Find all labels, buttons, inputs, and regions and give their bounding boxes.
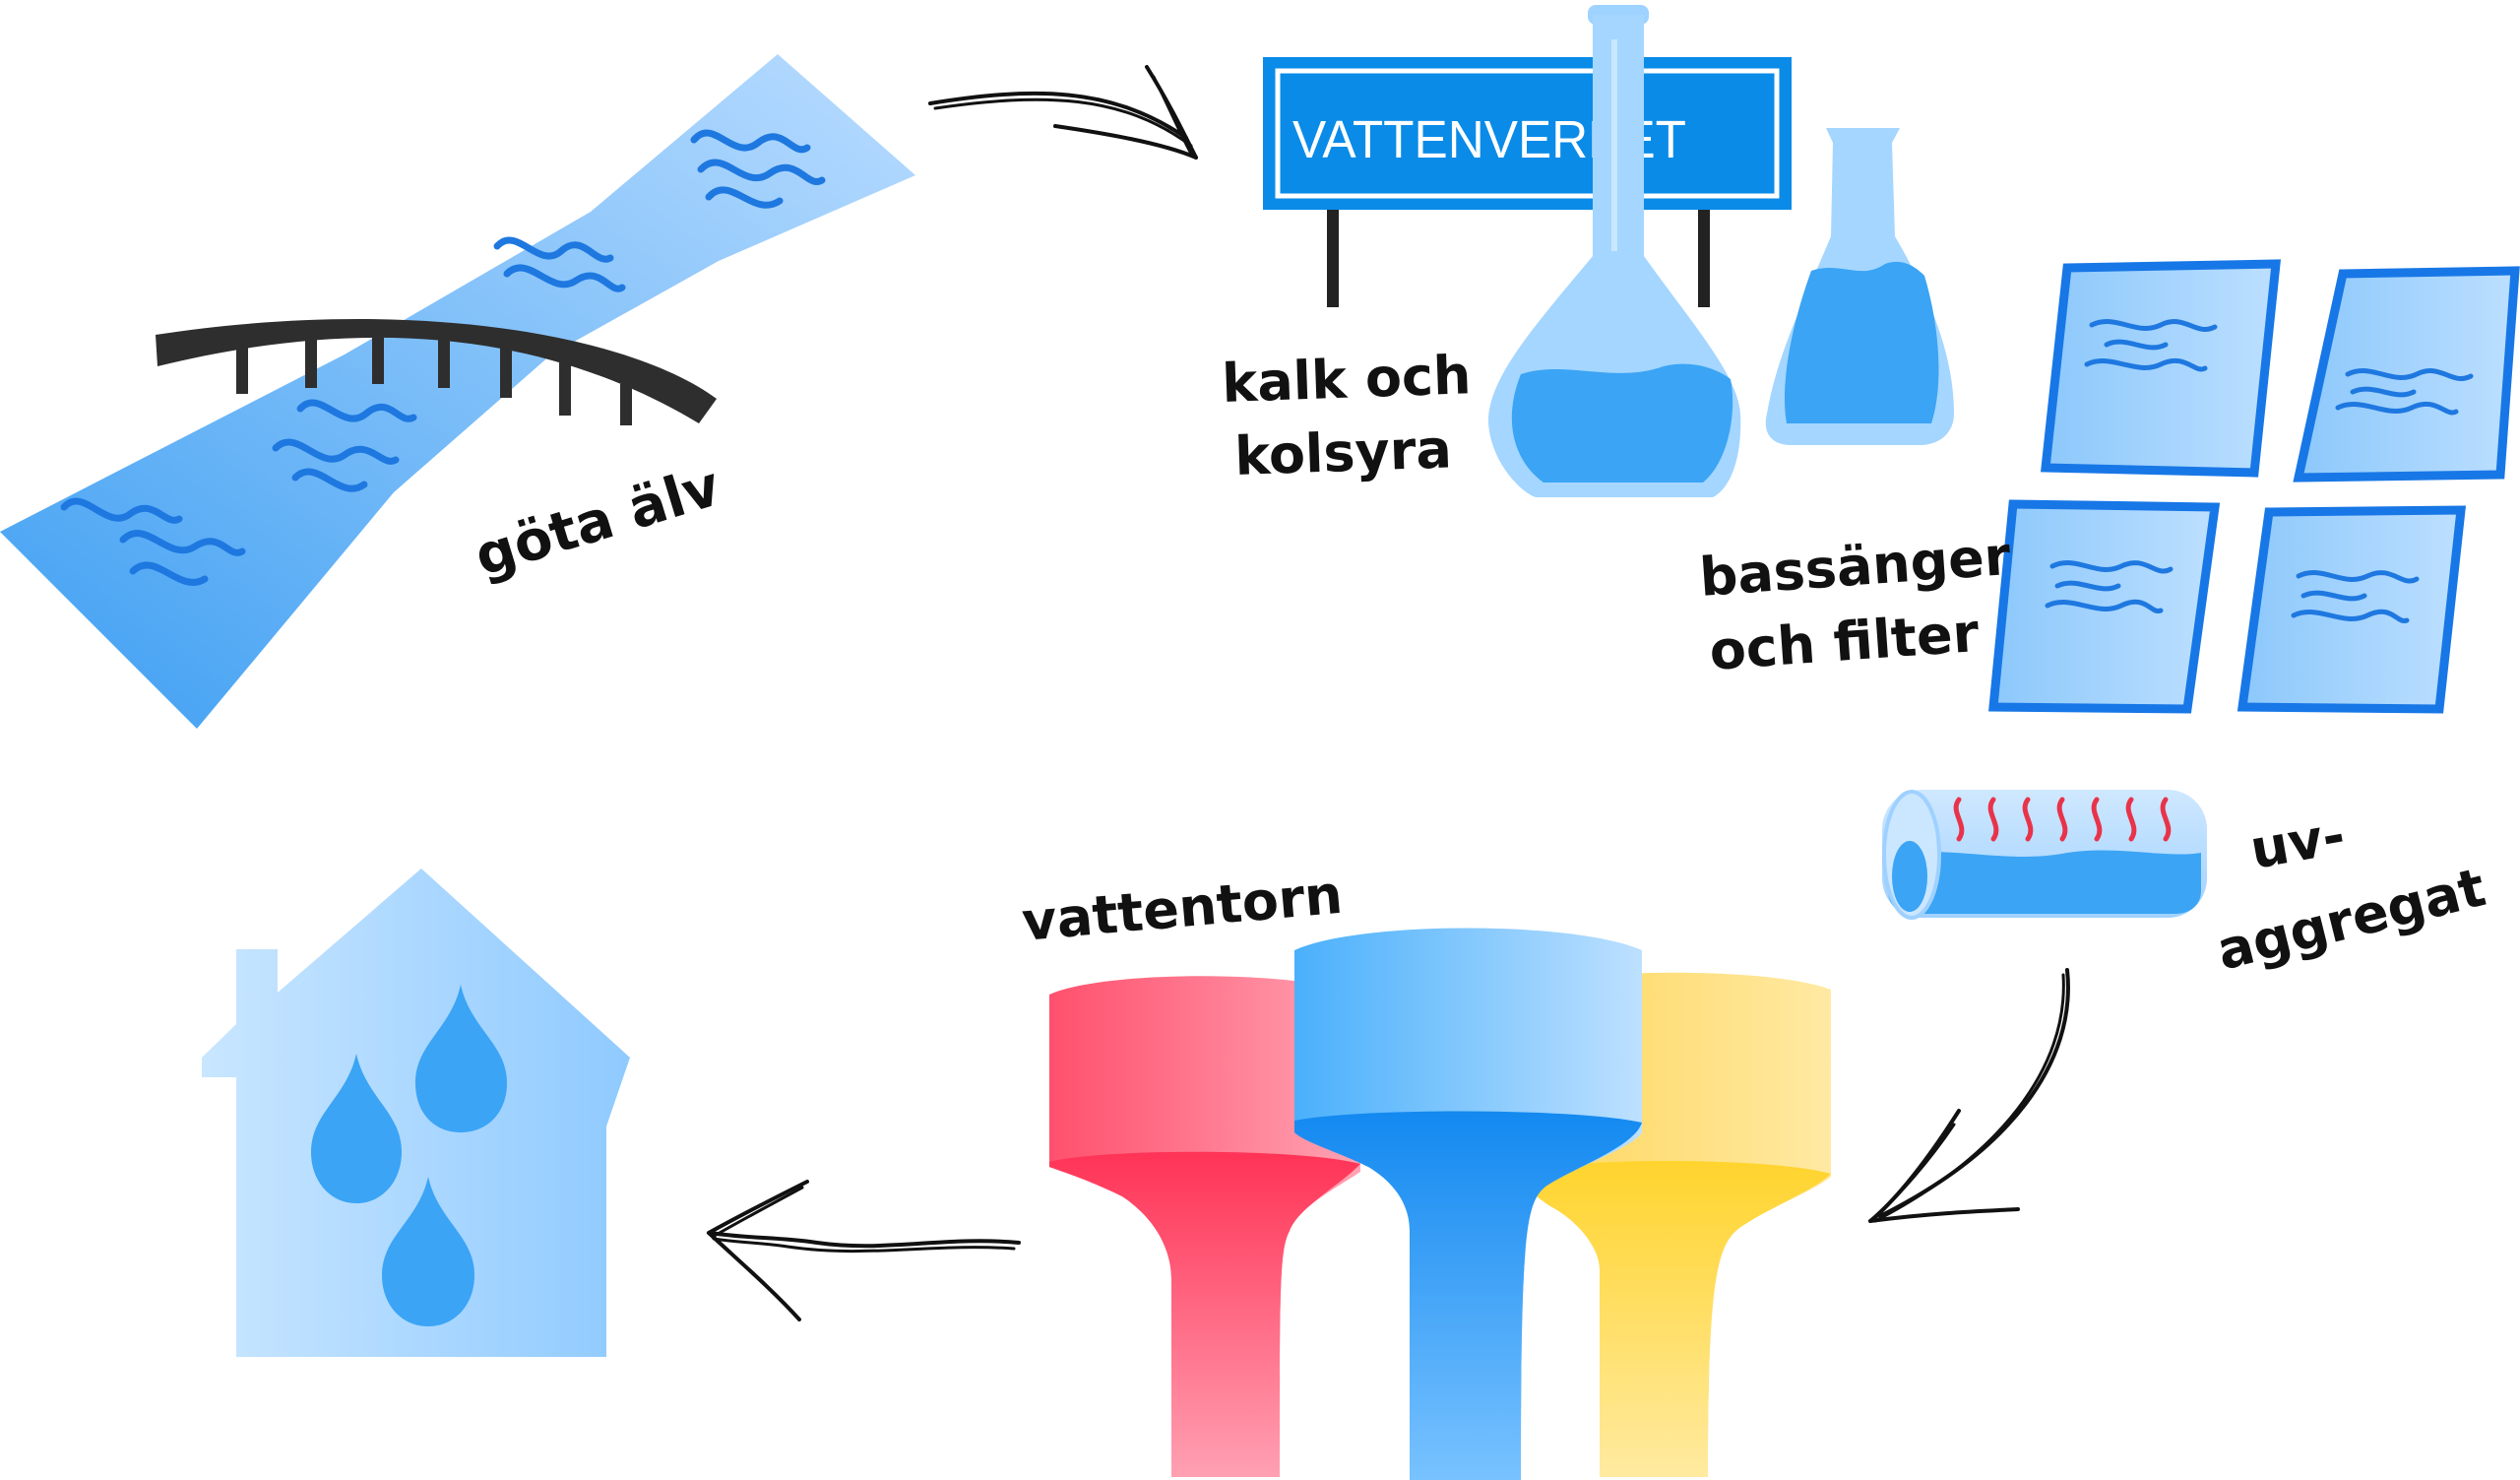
tower-label: vattentorn — [1020, 864, 1346, 953]
basin-icon — [2040, 259, 2282, 478]
chemicals-label-line2: kolsyra — [1233, 418, 1453, 487]
basin-icon — [1988, 499, 2221, 714]
chemicals-label-line1: kalk och — [1221, 344, 1472, 415]
water-drop-icon — [311, 1054, 402, 1203]
water-drop-icon — [415, 985, 507, 1132]
basin-icon — [2236, 505, 2467, 714]
river-icon — [0, 54, 915, 729]
water-drop-icon — [382, 1177, 474, 1326]
house-icon — [202, 869, 630, 1357]
arrow-icon — [1868, 968, 2070, 1223]
uv-label-line2: aggregat — [2211, 856, 2491, 982]
water-tower-icon — [1294, 928, 1642, 1480]
basin-icon — [2293, 266, 2520, 483]
river-label: göta älv — [468, 454, 727, 589]
arrow-icon — [707, 1180, 1021, 1321]
flask-icon — [1765, 128, 1954, 445]
river-wave-icon — [60, 129, 826, 586]
arrow-icon — [928, 65, 1198, 160]
uv-label-line1: uv- — [2245, 804, 2350, 881]
sign-icon: VATTENVERKET — [1263, 57, 1792, 307]
bridge-icon — [156, 319, 717, 425]
uv-tube-icon — [1882, 790, 2207, 920]
water-tower-icon — [1049, 976, 1360, 1477]
flask-icon — [1487, 5, 1741, 497]
basins-label-line2: och filter — [1708, 602, 1982, 682]
basins-label-line1: bassänger — [1698, 525, 2013, 609]
